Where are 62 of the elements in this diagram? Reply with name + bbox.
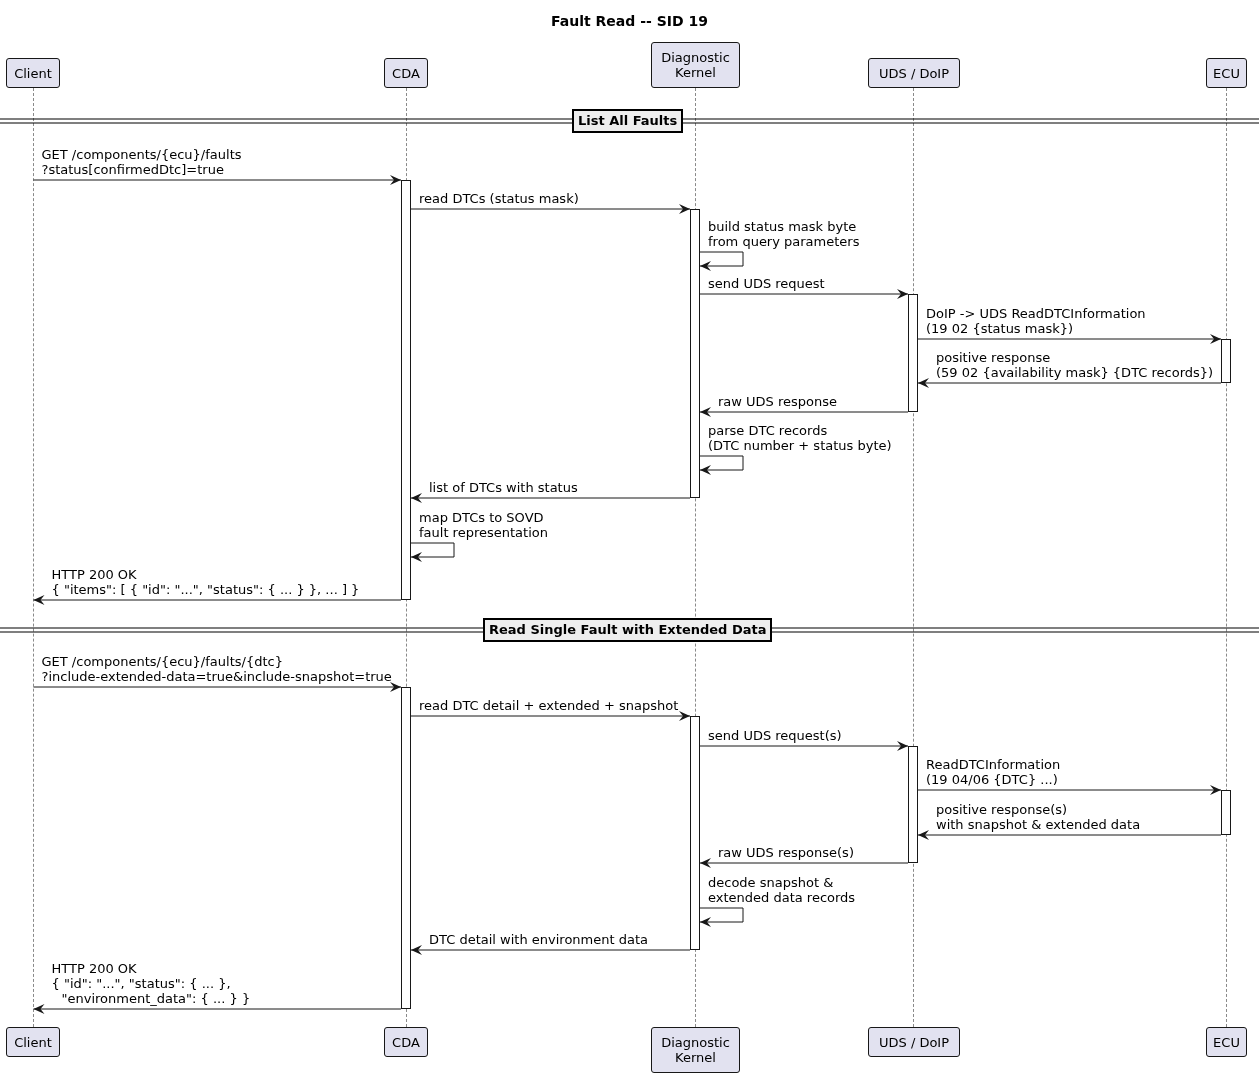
participant-box: Diagnostic Kernel (651, 1027, 740, 1073)
message-arrow (33, 595, 402, 605)
message-label: read DTCs (status mask) (419, 191, 579, 206)
message-label: GET /components/{ecu}/faults/{dtc} ?include-extended-data=true&include-snapshot=true (41, 654, 392, 684)
participant-box: CDA (384, 58, 428, 88)
activation-bar (1221, 339, 1231, 383)
activation-bar (401, 180, 411, 600)
message-arrow (699, 741, 909, 751)
participant-box: Diagnostic Kernel (651, 42, 740, 88)
message-label: GET /components/{ecu}/faults ?status[confirmedDtc]=true (41, 147, 242, 177)
self-message-arrow (699, 251, 744, 271)
participant-box: Client (6, 58, 60, 88)
message-arrow (699, 407, 909, 417)
section-header: List All Faults (572, 109, 684, 133)
message-label: HTTP 200 OK { "id": "...", "status": { ... }, "environment_data": { ... } } (51, 961, 251, 1006)
message-label: DTC detail with environment data (429, 932, 648, 947)
message-arrow (917, 378, 1222, 388)
message-label: send UDS request (708, 276, 825, 291)
message-label: DoIP -> UDS ReadDTCInformation (19 02 {status mask}) (926, 306, 1146, 336)
activation-bar (908, 746, 918, 863)
message-label: positive response (59 02 {availability mask} {DTC records}) (936, 350, 1214, 380)
message-label: list of DTCs with status (429, 480, 578, 495)
message-arrow (410, 493, 691, 503)
message-label: send UDS request(s) (708, 728, 842, 743)
message-arrow (410, 204, 691, 214)
participant-box: CDA (384, 1027, 428, 1057)
message-label: read DTC detail + extended + snapshot (419, 698, 679, 713)
section-header: Read Single Fault with Extended Data (483, 618, 773, 642)
message-label: raw UDS response (718, 394, 838, 409)
message-label: decode snapshot & extended data records (708, 875, 856, 905)
self-message-arrow (699, 455, 744, 475)
diagram-title: Fault Read -- SID 19 (551, 13, 708, 29)
message-arrow (917, 830, 1222, 840)
activation-bar (1221, 790, 1231, 835)
activation-bar (690, 716, 700, 950)
message-arrow (699, 289, 909, 299)
message-label: HTTP 200 OK { "items": [ { "id": "...", "status": { ... } }, ... ] } (51, 567, 360, 597)
message-arrow (410, 711, 691, 721)
participant-box: Client (6, 1027, 60, 1057)
activation-bar (690, 209, 700, 498)
message-label: map DTCs to SOVD fault representation (419, 510, 548, 540)
activation-bar (401, 687, 411, 1009)
message-arrow (410, 945, 691, 955)
message-arrow (699, 858, 909, 868)
message-label: parse DTC records (DTC number + status byte) (708, 423, 892, 453)
participant-box: UDS / DoIP (868, 58, 960, 88)
message-arrow (33, 1004, 402, 1014)
participant-box: ECU (1206, 58, 1247, 88)
message-label: positive response(s) with snapshot & extended data (936, 802, 1141, 832)
lifeline (32, 88, 34, 1027)
message-label: build status mask byte from query parameters (708, 219, 860, 249)
message-label: raw UDS response(s) (718, 845, 854, 860)
message-label: ReadDTCInformation (19 04/06 {DTC} ...) (926, 757, 1061, 787)
message-arrow (917, 785, 1222, 795)
message-arrow (33, 682, 402, 692)
message-arrow (917, 334, 1222, 344)
participant-box: ECU (1206, 1027, 1247, 1057)
activation-bar (908, 294, 918, 412)
participant-box: UDS / DoIP (868, 1027, 960, 1057)
message-arrow (33, 175, 402, 185)
self-message-arrow (699, 907, 744, 927)
self-message-arrow (410, 542, 455, 562)
